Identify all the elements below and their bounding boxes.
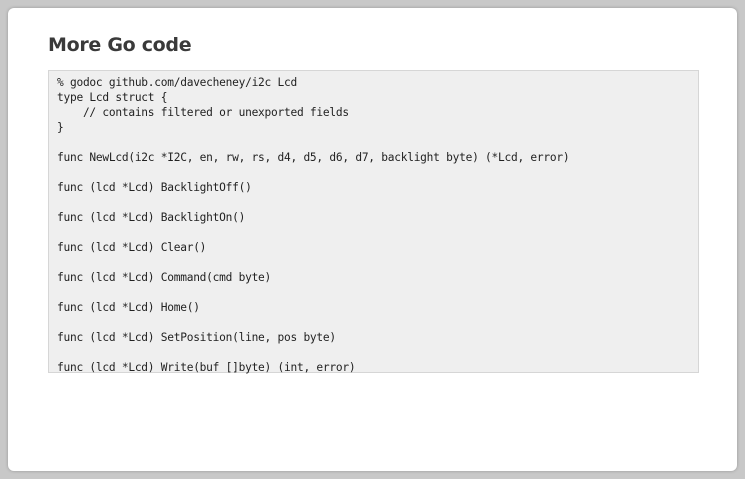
code-line	[57, 135, 690, 150]
slide-title: More Go code	[48, 34, 192, 56]
code-line: func (lcd *Lcd) SetPosition(line, pos by…	[57, 331, 336, 344]
slide: More Go code % godoc github.com/davechen…	[8, 8, 737, 471]
code-line: func (lcd *Lcd) Command(cmd byte)	[57, 271, 272, 284]
code-line	[57, 285, 690, 300]
code-line	[57, 195, 690, 210]
code-line: func NewLcd(i2c *I2C, en, rw, rs, d4, d5…	[57, 151, 570, 164]
code-line: }	[57, 121, 64, 134]
code-block: % godoc github.com/davecheney/i2c Lcd ty…	[48, 70, 699, 374]
code-line: % godoc github.com/davecheney/i2c Lcd	[57, 76, 297, 89]
code-line: func (lcd *Lcd) Write(buf []byte) (int, …	[57, 361, 356, 374]
code-line: func (lcd *Lcd) BacklightOff()	[57, 181, 252, 194]
code-line: func (lcd *Lcd) BacklightOn()	[57, 211, 246, 224]
code-line: // contains filtered or unexported field…	[57, 106, 349, 119]
code-line: func (lcd *Lcd) Clear()	[57, 241, 207, 254]
code-line	[57, 315, 690, 330]
code-line	[57, 225, 690, 240]
code-line	[57, 255, 690, 270]
code-line	[57, 165, 690, 180]
code-line	[57, 345, 690, 360]
code-line: func (lcd *Lcd) Home()	[57, 301, 200, 314]
code-line: type Lcd struct {	[57, 91, 168, 104]
